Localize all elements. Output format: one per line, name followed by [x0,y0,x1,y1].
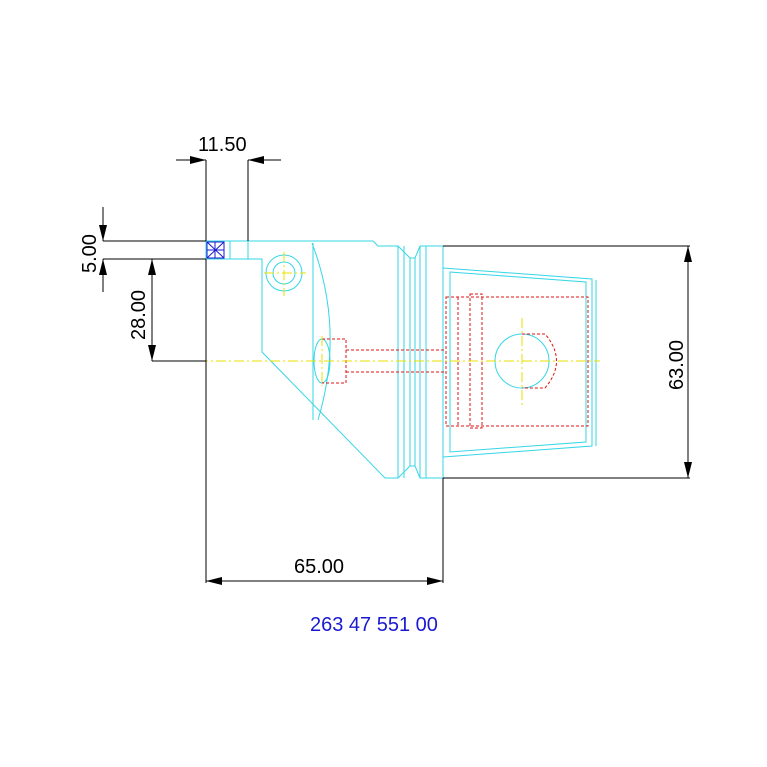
dim-text-top-offset: 11.50 [198,134,247,156]
center-lines [198,252,600,408]
part-outline [205,240,597,479]
dim-text-overall-length: 65.00 [294,556,344,578]
hidden-lines [322,293,589,429]
section-hatch [206,241,225,259]
dim-text-overall-height: 63.00 [666,340,688,390]
dim-text-small-height: 5.00 [79,234,101,273]
dim-text-axis-offset: 28.00 [128,290,150,340]
part-number-label: 263 47 551 00 [310,614,438,636]
dimension-lines [99,156,692,585]
